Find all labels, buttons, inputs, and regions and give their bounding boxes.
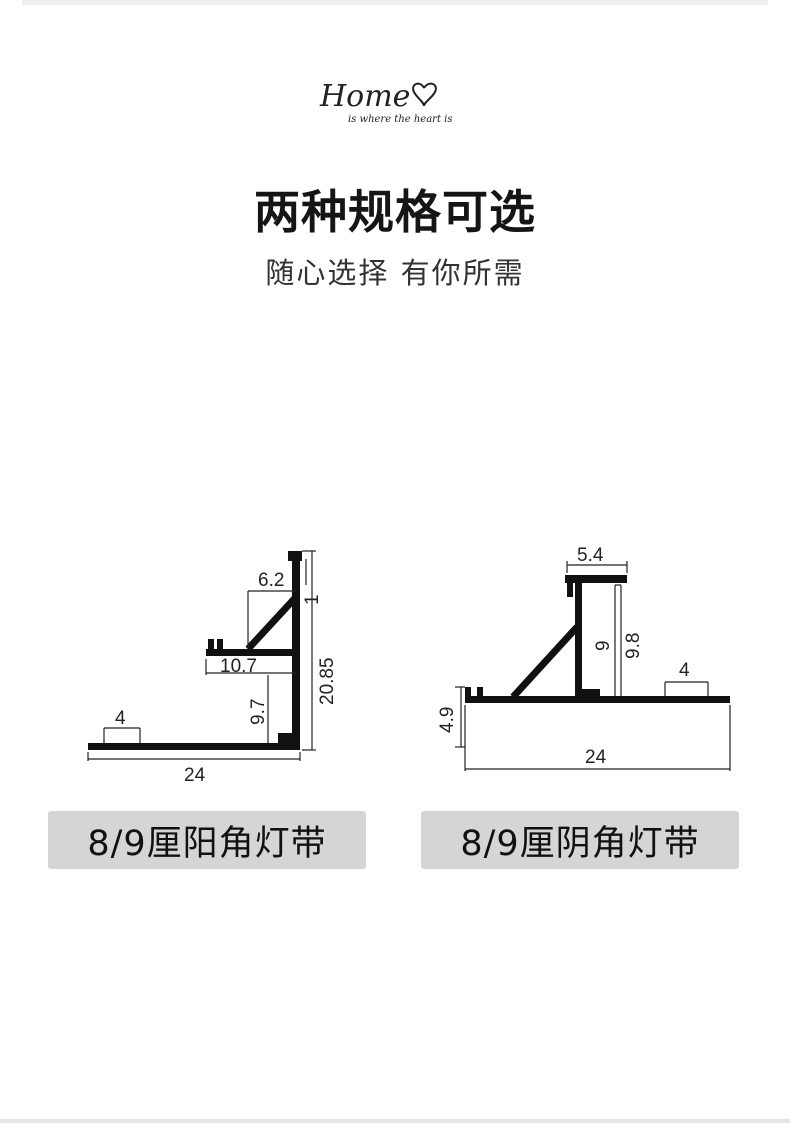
outside-corner-label-text: 8/9厘阳角灯带 <box>87 823 327 864</box>
outside-corner-label: 8/9厘阳角灯带 <box>48 811 366 869</box>
inside-corner-label: 8/9厘阴角灯带 <box>421 811 739 869</box>
top-divider <box>22 0 768 5</box>
dim-label: 20.85 <box>317 657 338 705</box>
bottom-divider <box>0 1119 790 1123</box>
dim-label: 4.9 <box>437 707 458 733</box>
heart-icon <box>412 82 437 107</box>
outside-corner-profile-drawing: 6.2 10.7 9.7 20.85 1 4 24 <box>80 545 340 790</box>
dim-label: 9 <box>593 640 614 651</box>
dim-label: 4 <box>679 660 690 681</box>
inside-corner-profile-drawing: 5.4 9 9.8 4 4.9 24 <box>425 535 745 780</box>
page-title: 两种规格可选 <box>254 185 536 239</box>
dim-label: 5.4 <box>577 545 604 566</box>
logo-tagline: is where the heart is <box>348 114 453 125</box>
dim-label: 10.7 <box>220 656 257 677</box>
home-logo: Home is where the heart is <box>318 72 458 132</box>
logo-word: Home <box>319 79 410 114</box>
inside-corner-label-text: 8/9厘阴角灯带 <box>460 823 700 864</box>
dim-label: 9.7 <box>248 699 269 725</box>
dim-label: 9.8 <box>623 633 644 659</box>
dim-label: 24 <box>585 747 607 768</box>
dim-label: 4 <box>115 708 126 729</box>
page-subtitle: 随心选择 有你所需 <box>265 256 525 290</box>
dim-label: 1 <box>302 594 323 605</box>
dim-label: 24 <box>184 765 206 786</box>
dim-label: 6.2 <box>258 570 284 591</box>
